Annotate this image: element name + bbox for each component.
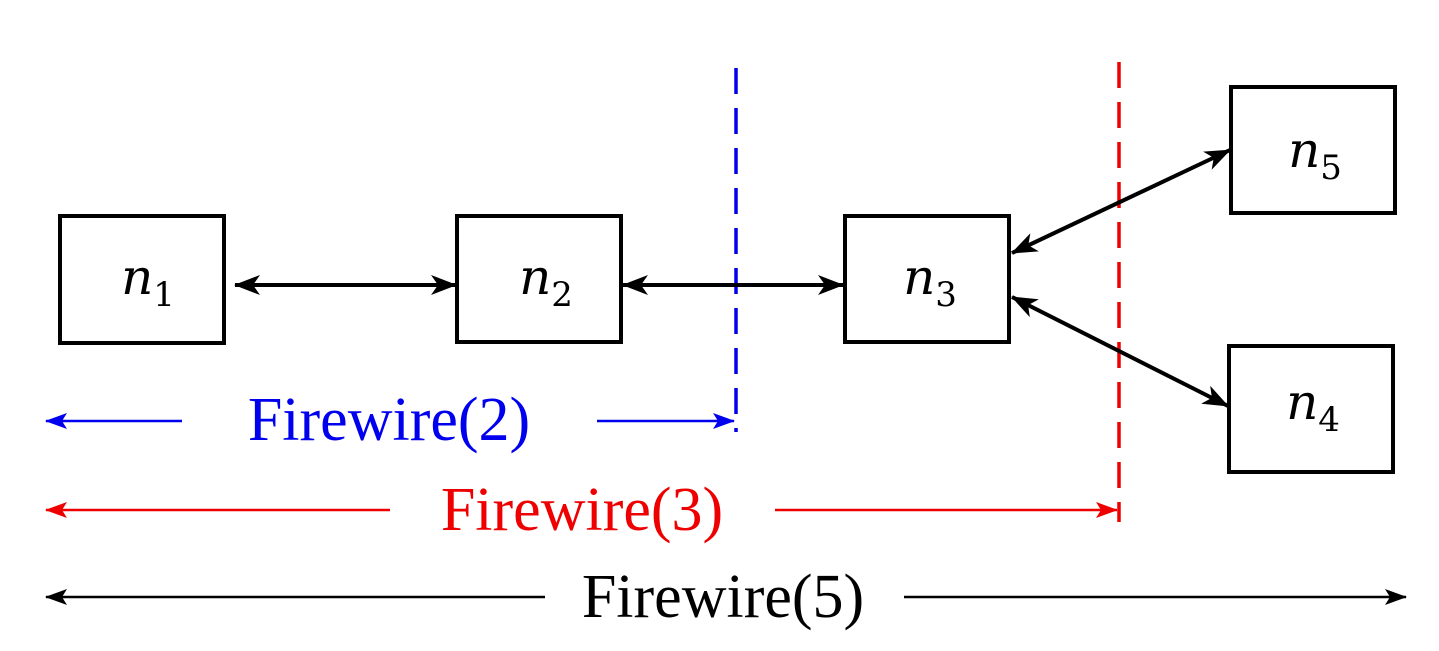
node-n4: n4 xyxy=(1227,344,1395,474)
svg-text:n4: n4 xyxy=(1286,373,1340,440)
node-n1-subscript: 1 xyxy=(153,275,175,315)
node-n3-letter: n xyxy=(903,248,935,306)
node-n4-subscript: 4 xyxy=(1318,400,1340,440)
svg-text:n5: n5 xyxy=(1288,121,1342,188)
node-n3: n3 xyxy=(843,214,1011,344)
range-firewire-5: Firewire(5) xyxy=(45,563,1407,631)
node-n1-letter: n xyxy=(121,248,153,306)
firewire-5-label: Firewire(5) xyxy=(582,563,864,631)
firewire-2-label: Firewire(2) xyxy=(248,386,530,454)
range-firewire-3: Firewire(3) xyxy=(45,476,1118,544)
node-n2-subscript: 2 xyxy=(551,275,573,315)
node-n2-letter: n xyxy=(519,248,551,306)
edge-n3-n4 xyxy=(1011,295,1229,408)
svg-text:n1: n1 xyxy=(121,248,175,315)
range-firewire-2: Firewire(2) xyxy=(45,386,735,454)
node-n3-subscript: 3 xyxy=(935,275,957,315)
node-n4-letter: n xyxy=(1286,373,1318,431)
firewire-3-label: Firewire(3) xyxy=(441,476,723,544)
node-n1: n1 xyxy=(58,214,226,345)
node-n5-letter: n xyxy=(1288,121,1320,179)
svg-text:n2: n2 xyxy=(519,248,573,315)
node-n2: n2 xyxy=(455,214,623,344)
edge-n3-n5 xyxy=(1011,148,1231,255)
svg-text:n3: n3 xyxy=(903,248,957,315)
node-n5-subscript: 5 xyxy=(1320,148,1342,188)
node-n5: n5 xyxy=(1229,85,1397,215)
